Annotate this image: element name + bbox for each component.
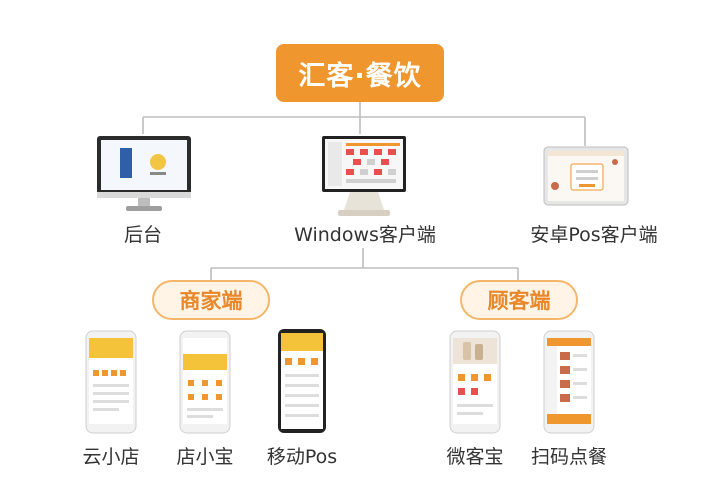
windows-pos-terminal-image <box>322 136 406 216</box>
group-label-merchant: 商家端 <box>152 280 270 320</box>
phone-scan-order-image <box>543 330 595 434</box>
platform-label-android: 安卓Pos客户端 <box>530 224 658 246</box>
merchant-app-label-dianxiaobao: 店小宝 <box>176 446 234 468</box>
phone-weikebao-image <box>449 330 501 434</box>
desktop-monitor-image <box>97 136 191 211</box>
phone-mobile-pos-image <box>278 329 326 433</box>
platform-label-admin: 后台 <box>123 224 162 246</box>
merchant-app-label-mobile-pos: 移动Pos <box>266 446 338 468</box>
merchant-app-label-yunxiaodian: 云小店 <box>82 446 140 468</box>
group-label-customer: 顾客端 <box>460 280 578 320</box>
android-pos-tablet-image <box>543 146 629 206</box>
phone-dianxiaobao-image <box>179 330 231 434</box>
customer-app-label-weikebao: 微客宝 <box>446 446 504 468</box>
diagram-title: 汇客·餐饮 <box>276 44 444 102</box>
customer-app-label-scan-order: 扫码点餐 <box>530 446 607 468</box>
phone-yunxiaodian-image <box>85 330 137 434</box>
platform-label-windows: Windows客户端 <box>294 224 436 246</box>
